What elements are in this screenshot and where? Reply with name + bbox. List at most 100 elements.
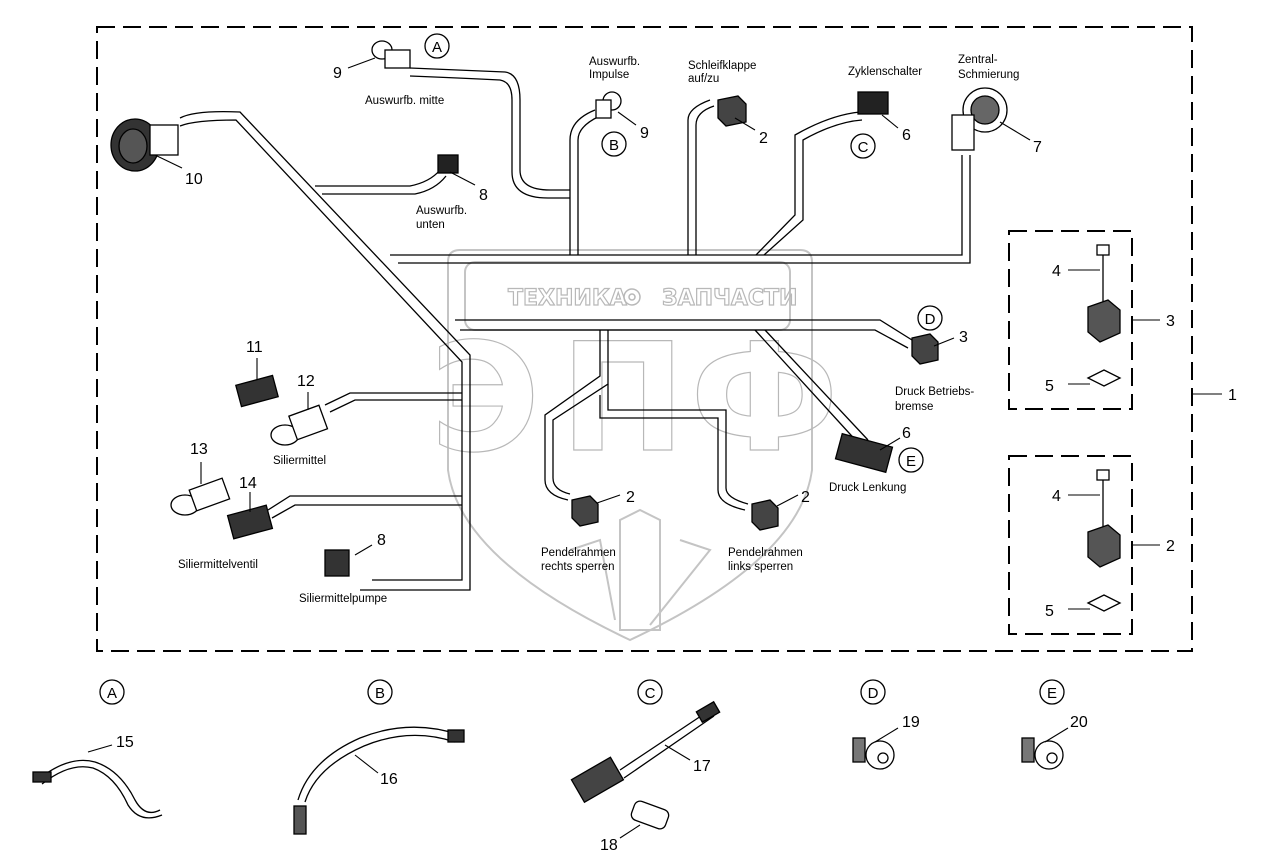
reference-letters: A B C D E A B C D E [107,39,1057,702]
detail-parts [32,700,1064,835]
connector-11-icon [235,374,279,408]
main-plug-icon [110,118,179,172]
callout-18: 18 [600,837,618,854]
callout-4-bottom: 4 [1052,488,1061,505]
label-pendel-rechts-1: Pendelrahmen [541,547,616,559]
label-pendel-links-1: Pendelrahmen [728,547,803,559]
callout-17: 17 [693,758,711,775]
connector-impulse-icon [595,91,622,119]
ref-e-marker [898,447,924,473]
callout-9-impulse: 9 [640,125,649,142]
callout-1-assembly: 1 [1228,387,1237,404]
callout-6-lenkung: 6 [902,425,911,442]
watermark-wheat [569,508,712,631]
ref-c-marker [850,133,876,159]
seal-icon [1086,369,1122,387]
assembly-frame [96,26,1193,652]
callout-9-mitte: 9 [333,65,342,82]
connector-zyklenschalter-icon [857,91,889,115]
watermark-shield [447,249,813,642]
callout-3-kit: 3 [1166,313,1175,330]
detail-a-marker [99,679,125,705]
callout-7-zentral: 7 [1033,139,1042,156]
ref-a-marker [424,33,450,59]
watermark-letter-e: Э [430,312,540,486]
ref-a-letter: A [432,39,442,56]
label-auswurf-impulse-1: Auswurfb. [589,56,640,68]
callout-19: 19 [902,714,920,731]
label-zentral-2: Schmierung [958,69,1019,81]
callout-4-top: 4 [1052,263,1061,280]
callout-3-druck: 3 [959,329,968,346]
connector-13-icon [170,477,231,516]
callout-20: 20 [1070,714,1088,731]
connector-pumpe-icon [324,549,350,577]
watermark: ТЕХНИКА ЗАПЧАСТИ Э П Ф [429,249,839,642]
label-auswurf-impulse-2: Impulse [589,69,629,81]
label-siliermittelventil: Siliermittelventil [178,559,258,571]
callout-6-zyklenschalter: 6 [902,127,911,144]
callout-12: 12 [297,373,315,390]
ref-b-marker [601,131,627,157]
label-siliermittel: Siliermittel [273,455,326,467]
detail-d-marker [860,679,886,705]
ref-c-letter: C [858,139,869,156]
connector-14-icon [226,504,274,540]
label-zentral-1: Zentral- [958,54,998,66]
label-siliermittelpumpe: Siliermittelpumpe [299,593,387,605]
gear-icon [623,288,641,306]
detail-c-marker [637,679,663,705]
callout-11: 11 [246,339,263,356]
ref-b-letter: B [609,137,619,154]
watermark-text-left: ТЕХНИКА [508,286,627,311]
label-auswurf-unten-1: Auswurfb. [416,205,467,217]
detail-d-letter: D [868,685,879,702]
connectors [110,40,1122,612]
plug-20-icon [1021,737,1064,770]
watermark-text-right: ЗАПЧАСТИ [662,286,797,311]
label-schleifklappe-1: Schleifklappe [688,60,756,72]
detail-e-marker [1039,679,1065,705]
cable-16-icon [293,726,465,835]
connector-pendel-rechts-icon [571,495,599,527]
connector-druck-lenkung-icon [834,432,894,474]
connector-auswurf-mitte-icon [371,40,411,69]
callout-2-rechts: 2 [626,489,635,506]
callout-5-top: 5 [1045,378,1054,395]
connector-auswurf-unten-icon [437,154,459,174]
label-pendel-rechts-2: rechts sperren [541,561,615,573]
seal-icon [1086,594,1122,612]
detail-c-letter: C [645,685,656,702]
callout-8-unten: 8 [479,187,488,204]
connector-pendel-links-icon [751,499,779,531]
label-auswurf-unten-2: unten [416,219,445,231]
component-labels: Auswurfb. mitte Auswurfb. Impulse Schlei… [178,54,1019,605]
callout-13: 13 [190,441,208,458]
bolt-icon [1096,469,1110,530]
bolt-icon [1096,244,1110,305]
watermark-letter-p: П [560,312,686,486]
callout-2-links: 2 [801,489,810,506]
callout-8-pumpe: 8 [377,532,386,549]
watermark-letter-f: Ф [690,312,839,486]
connector-schleifklappe-icon [717,95,747,127]
callout-10-main-plug: 10 [185,171,203,188]
connector-druck-betrieb-icon [911,333,939,365]
reference-markers [99,33,1065,705]
coil-icon [1087,299,1121,343]
ref-d-marker [917,305,943,331]
callout-2-schleifklappe: 2 [759,130,768,147]
callout-14: 14 [239,475,257,492]
detail-b-letter: B [375,685,385,702]
connector-zentral-icon [951,87,1008,151]
callout-15: 15 [116,734,134,751]
label-druck-betrieb-2: bremse [895,401,933,413]
leader-lines [87,57,1222,839]
detail-e-letter: E [1047,685,1057,702]
label-auswurf-mitte: Auswurfb. mitte [365,95,444,107]
connector-12-icon [270,404,329,446]
cable-15-icon [32,759,163,819]
callout-16: 16 [380,771,398,788]
plug-18-icon [630,800,670,830]
